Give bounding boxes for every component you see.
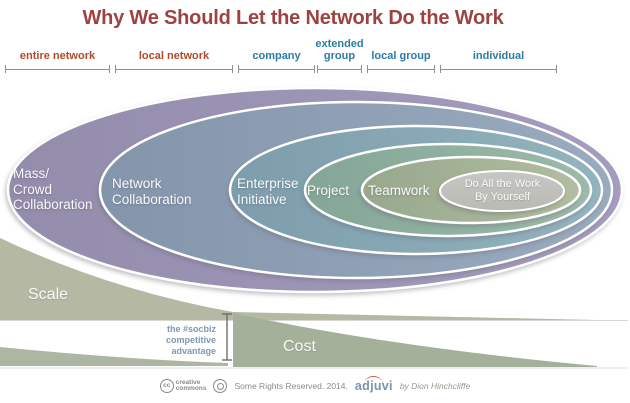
axis-bracket (238, 65, 315, 73)
page-title: Why We Should Let the Network Do the Wor… (82, 7, 504, 29)
axis-segment-individual: individual (440, 36, 557, 73)
axis-label-company: company (252, 50, 301, 62)
axis-bracket (440, 65, 557, 73)
label-network-collaboration: Network Collaboration (112, 176, 192, 207)
cost-wedge (233, 313, 597, 367)
footer: cc creative commons Some Rights Reserved… (0, 376, 630, 393)
network-cost-sliver (0, 347, 228, 366)
label-enterprise-initiative: Enterprise Initiative (237, 176, 299, 207)
label-teamwork: Teamwork (368, 183, 430, 198)
axis-label-local-group: local group (371, 50, 431, 62)
axis-bracket (367, 65, 435, 73)
label-scale: Scale (28, 286, 69, 303)
axis-bracket (317, 65, 362, 73)
rights-text: Some Rights Reserved. 2014. (234, 381, 348, 391)
ellipse-do-it-yourself (439, 170, 565, 212)
author-byline: by Dion Hinchcliffe (399, 381, 471, 391)
axis-segment-company: company (238, 36, 315, 73)
cc-circle-icon: cc (159, 379, 174, 393)
cc-wordmark: creative commons (175, 379, 207, 392)
axis-label-local-network: local network (138, 50, 210, 62)
label-project: Project (307, 183, 350, 198)
label-mass-crowd-collaboration: Mass/ Crowd Collaboration (13, 166, 93, 212)
axis-segment-local-group: local group (367, 36, 435, 73)
axis-bracket (5, 65, 110, 73)
axis-label-extended-group: extended group (315, 38, 364, 62)
axis-segment-extended-group: extended group (315, 36, 364, 73)
axis-label-entire-network: entire network (19, 50, 96, 62)
advantage-gap-bracket (222, 313, 232, 361)
label-cost: Cost (283, 338, 316, 355)
rights-circle-icon (213, 379, 228, 393)
creative-commons-logo: cc creative commons (159, 379, 207, 393)
cost-baseline (0, 367, 628, 369)
rights-circle-inner-dot (216, 382, 224, 390)
axis-segment-local-network: local network (115, 36, 233, 73)
scale-wedge (0, 238, 596, 320)
adjuvi-logo: adjuvi (354, 376, 393, 393)
socbiz-advantage-note: the #socbiz competitive advantage (165, 324, 216, 356)
axis-bracket (115, 65, 233, 73)
axis-label-individual: individual (472, 50, 525, 62)
axis-segment-entire-network: entire network (5, 36, 110, 73)
label-do-it-yourself: Do All the Work By Yourself (464, 178, 541, 203)
scale-baseline (0, 320, 628, 321)
